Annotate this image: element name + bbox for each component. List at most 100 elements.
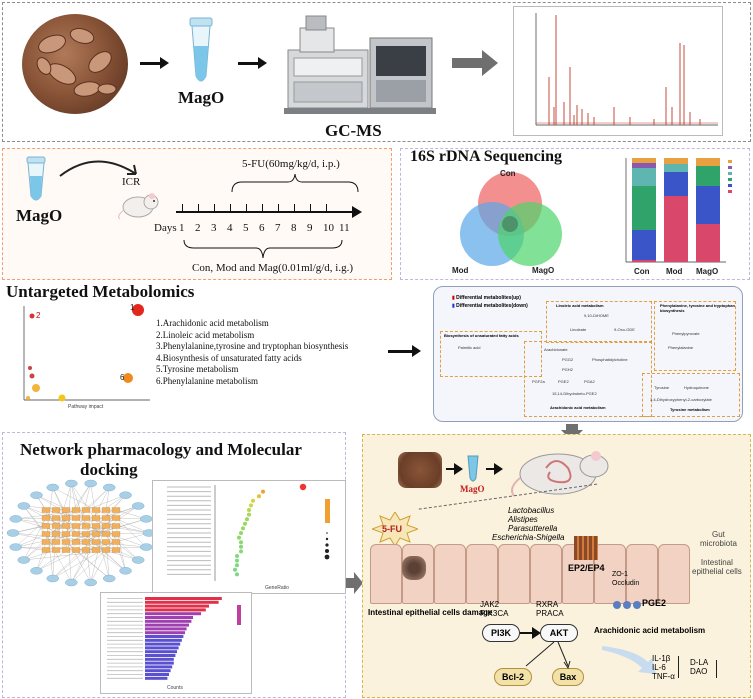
network-edge <box>65 518 147 543</box>
compound-node <box>101 547 111 553</box>
dot-plot-xaxis: GeneRatio <box>265 585 289 591</box>
dot-point <box>235 572 239 577</box>
metabolite-node: Tyrosine <box>654 385 670 390</box>
epi-label-2: epithelial cells <box>692 567 742 576</box>
box-unsat <box>440 331 542 377</box>
shells-small-image <box>398 452 442 488</box>
day-label: 2 <box>195 222 201 234</box>
metabolite-node: 15,14-Dihydroketo-PGE2 <box>552 391 597 396</box>
timeline-tick <box>278 204 279 212</box>
target-node <box>84 578 97 587</box>
pi3k-node: PI3K <box>482 624 520 642</box>
aa-metabolism-label: Arachidonic acid metabolism <box>594 626 706 635</box>
network-edge <box>45 509 150 534</box>
bar-item <box>145 631 185 635</box>
cytokine-tnfa: TNF-α <box>652 672 675 681</box>
epithelial-cell <box>466 544 498 604</box>
metabolite-node: Hydroquinone <box>684 385 709 390</box>
scatter-label-1: 1 <box>130 303 135 312</box>
bacteria-item: Lactobacillus <box>508 506 555 515</box>
day-label: 5 <box>243 222 249 234</box>
dot-point <box>249 503 253 508</box>
days-label: Days <box>154 222 177 234</box>
zo1-label: ZO-1 <box>612 571 628 578</box>
network-edge <box>12 532 107 543</box>
network-edge <box>36 541 97 571</box>
compound-node <box>81 507 91 513</box>
blue-arrow <box>602 646 656 674</box>
box-arachidonic <box>524 341 652 417</box>
venn-label-mod: Mod <box>452 266 469 275</box>
compound-node <box>101 507 111 513</box>
dot-color-legend <box>325 499 330 523</box>
network-edge <box>71 549 107 583</box>
box-tyrosine <box>642 373 740 417</box>
epi-label-1: Intestinal <box>700 558 733 567</box>
dot-point <box>235 554 239 558</box>
go-bar-plot: Counts <box>100 592 252 694</box>
compound-node <box>41 531 51 537</box>
day-label: 4 <box>227 222 233 234</box>
target-node <box>132 502 145 510</box>
timeline-tick <box>182 204 183 212</box>
shell-texture <box>36 28 117 97</box>
ep-receptor <box>574 536 598 560</box>
network-edge <box>90 533 117 583</box>
compound-node <box>91 515 101 521</box>
ppi-network-graph <box>6 479 156 587</box>
compound-node <box>91 539 101 545</box>
legend-down: ▮ Differential metabolites(down) <box>452 303 528 309</box>
pathway-box-label: Phenylalanine, tyrosine and tryptophan b… <box>660 303 735 313</box>
arrow-shell-tube <box>446 463 463 475</box>
target-node <box>17 502 30 510</box>
grey-arrow-to-chromatogram <box>452 50 498 76</box>
cytokine-il1b: IL-1β <box>652 654 671 663</box>
cytokines: IL-1β IL-6 TNF-α <box>652 654 675 681</box>
compound-node <box>91 547 101 553</box>
magnolia-shells-image <box>22 14 128 114</box>
compound-node <box>71 547 81 553</box>
network-edge <box>36 541 47 571</box>
epithelial-cell <box>594 544 626 604</box>
day-label: 3 <box>211 222 217 234</box>
compound-node <box>51 523 61 529</box>
compound-node <box>91 523 101 529</box>
network-edge <box>115 517 147 548</box>
bar-item <box>145 635 184 638</box>
metabolic-pathway-map: ▮ Differential metabolites(up) ▮ Differe… <box>433 286 743 422</box>
arrow-oil-to-gcms <box>238 57 267 69</box>
compound-node <box>41 523 51 529</box>
pathway-item: 1.Arachidonic acid metabolism <box>156 318 269 328</box>
network-edge <box>36 495 67 543</box>
bar-item <box>145 642 181 646</box>
metabolite-node: PGE2 <box>558 379 569 384</box>
network-edge <box>95 509 150 534</box>
oil-tube-icon <box>189 17 213 82</box>
bar-color-legend <box>237 605 241 625</box>
bar-item <box>145 657 174 661</box>
bar-item <box>145 619 192 623</box>
pathway-item: 2.Linoleic acid metabolism <box>156 329 255 340</box>
pathway-box-label: Tyrosine metabolism <box>670 407 710 412</box>
timeline-axis <box>176 211 354 213</box>
epithelial-cell <box>530 544 562 604</box>
metabolite-node: Phenylpyruvate <box>672 331 700 336</box>
dot-point <box>233 567 237 572</box>
network-edge <box>95 549 126 571</box>
compound-node <box>41 539 51 545</box>
dot-point <box>235 558 239 563</box>
pathway-item: 3.Phenylalanine,tyrosine and tryptophan … <box>156 341 349 351</box>
compound-node <box>71 523 81 529</box>
target-node <box>30 491 43 499</box>
network-edge <box>23 505 47 535</box>
down-arrow-markers <box>716 660 717 678</box>
day-label: 11 <box>339 222 350 234</box>
bar-con <box>632 158 656 262</box>
box-phenylalanine <box>654 301 736 371</box>
compound-node <box>51 515 61 521</box>
gene-pik3ca: PIK3CA <box>480 609 509 618</box>
dot-point <box>261 489 265 494</box>
bar-item <box>145 616 193 619</box>
bar-item <box>145 673 169 676</box>
dot-plot-svg <box>167 483 330 581</box>
